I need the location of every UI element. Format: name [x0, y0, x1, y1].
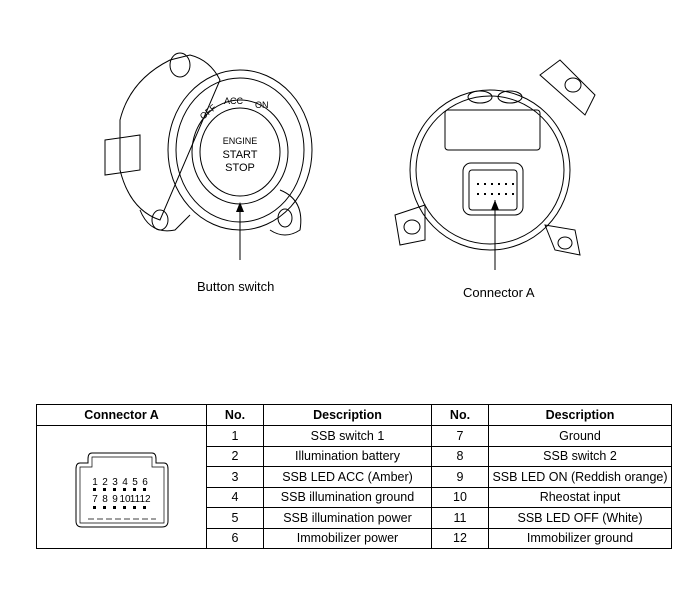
- pin-label: 5: [132, 477, 138, 488]
- pin-number: 4: [206, 486, 264, 508]
- pin-description: SSB illumination power: [263, 507, 432, 529]
- off-label: OFF: [198, 102, 219, 122]
- pin-label: 9: [112, 494, 118, 505]
- pin-description: SSB illumination ground: [263, 486, 432, 508]
- pin-description: Ground: [488, 425, 672, 447]
- pin-number: 1: [206, 425, 264, 447]
- table-row: 1 2 3 4 5 6 7 8 9 10 11 12: [36, 425, 672, 549]
- start-text: START: [222, 149, 257, 161]
- header-no: No.: [206, 404, 264, 426]
- pin-label: 8: [102, 494, 108, 505]
- pin-number: 8: [431, 445, 489, 467]
- engine-text: ENGINE: [223, 136, 258, 146]
- connector-pin-table: Connector A No. Description No. Descript…: [36, 404, 672, 549]
- pin-number: 9: [431, 466, 489, 488]
- header-description-2: Description: [488, 404, 672, 426]
- pin-label: 10: [119, 494, 131, 505]
- pin-number: 2: [206, 445, 264, 467]
- pin-description: Immobilizer power: [263, 527, 432, 549]
- pin-label: 6: [142, 477, 148, 488]
- connector-diagram-cell: 1 2 3 4 5 6 7 8 9 10 11 12: [36, 425, 207, 549]
- pin-label: 4: [122, 477, 128, 488]
- pin-description: SSB LED OFF (White): [488, 507, 672, 529]
- stop-text: STOP: [225, 162, 255, 174]
- pin-description: SSB LED ACC (Amber): [263, 466, 432, 488]
- pin-label: 7: [92, 494, 98, 505]
- pin-number: 6: [206, 527, 264, 549]
- table-row: 2 Illumination battery 8 SSB switch 2: [37, 445, 672, 467]
- on-label: ON: [255, 100, 269, 110]
- pin-number: 12: [431, 527, 489, 549]
- header-description: Description: [263, 404, 432, 426]
- pin-label: 2: [102, 477, 108, 488]
- table-row: 6 Immobilizer power 12 Immobilizer groun…: [37, 527, 672, 549]
- pin-description: Illumination battery: [263, 445, 432, 467]
- pin-number: 10: [431, 486, 489, 508]
- pin-description: SSB switch 2: [488, 445, 672, 467]
- header-connector: Connector A: [36, 404, 207, 426]
- pin-number: 11: [431, 507, 489, 529]
- table-row: 3 SSB LED ACC (Amber) 9 SSB LED ON (Redd…: [37, 466, 672, 488]
- pin-number: 5: [206, 507, 264, 529]
- pin-description: Rheostat input: [488, 486, 672, 508]
- pin-label: 11: [129, 494, 140, 505]
- header-no-2: No.: [431, 404, 489, 426]
- connector-pinout-diagram: 1 2 3 4 5 6 7 8 9 10 11 12: [75, 452, 168, 527]
- connector-side-illustration: [394, 59, 596, 270]
- pin-description: SSB LED ON (Reddish orange): [488, 466, 672, 488]
- pin-label: 12: [139, 494, 151, 505]
- pin-number: 3: [206, 466, 264, 488]
- pin-label: 1: [92, 477, 98, 488]
- table-header-row: Connector A No. Description No. Descript…: [36, 404, 672, 426]
- table-row: 4 SSB illumination ground 10 Rheostat in…: [37, 486, 672, 508]
- acc-label: ACC: [224, 96, 244, 106]
- button-switch-illustration: OFF ACC ON ENGINE START STOP: [104, 52, 313, 260]
- pin-description: Immobilizer ground: [488, 527, 672, 549]
- pin-description: SSB switch 1: [263, 425, 432, 447]
- button-switch-label: Button switch: [197, 279, 275, 294]
- connector-a-label: Connector A: [463, 285, 535, 300]
- pin-number: 7: [431, 425, 489, 447]
- pin-label: 3: [112, 477, 118, 488]
